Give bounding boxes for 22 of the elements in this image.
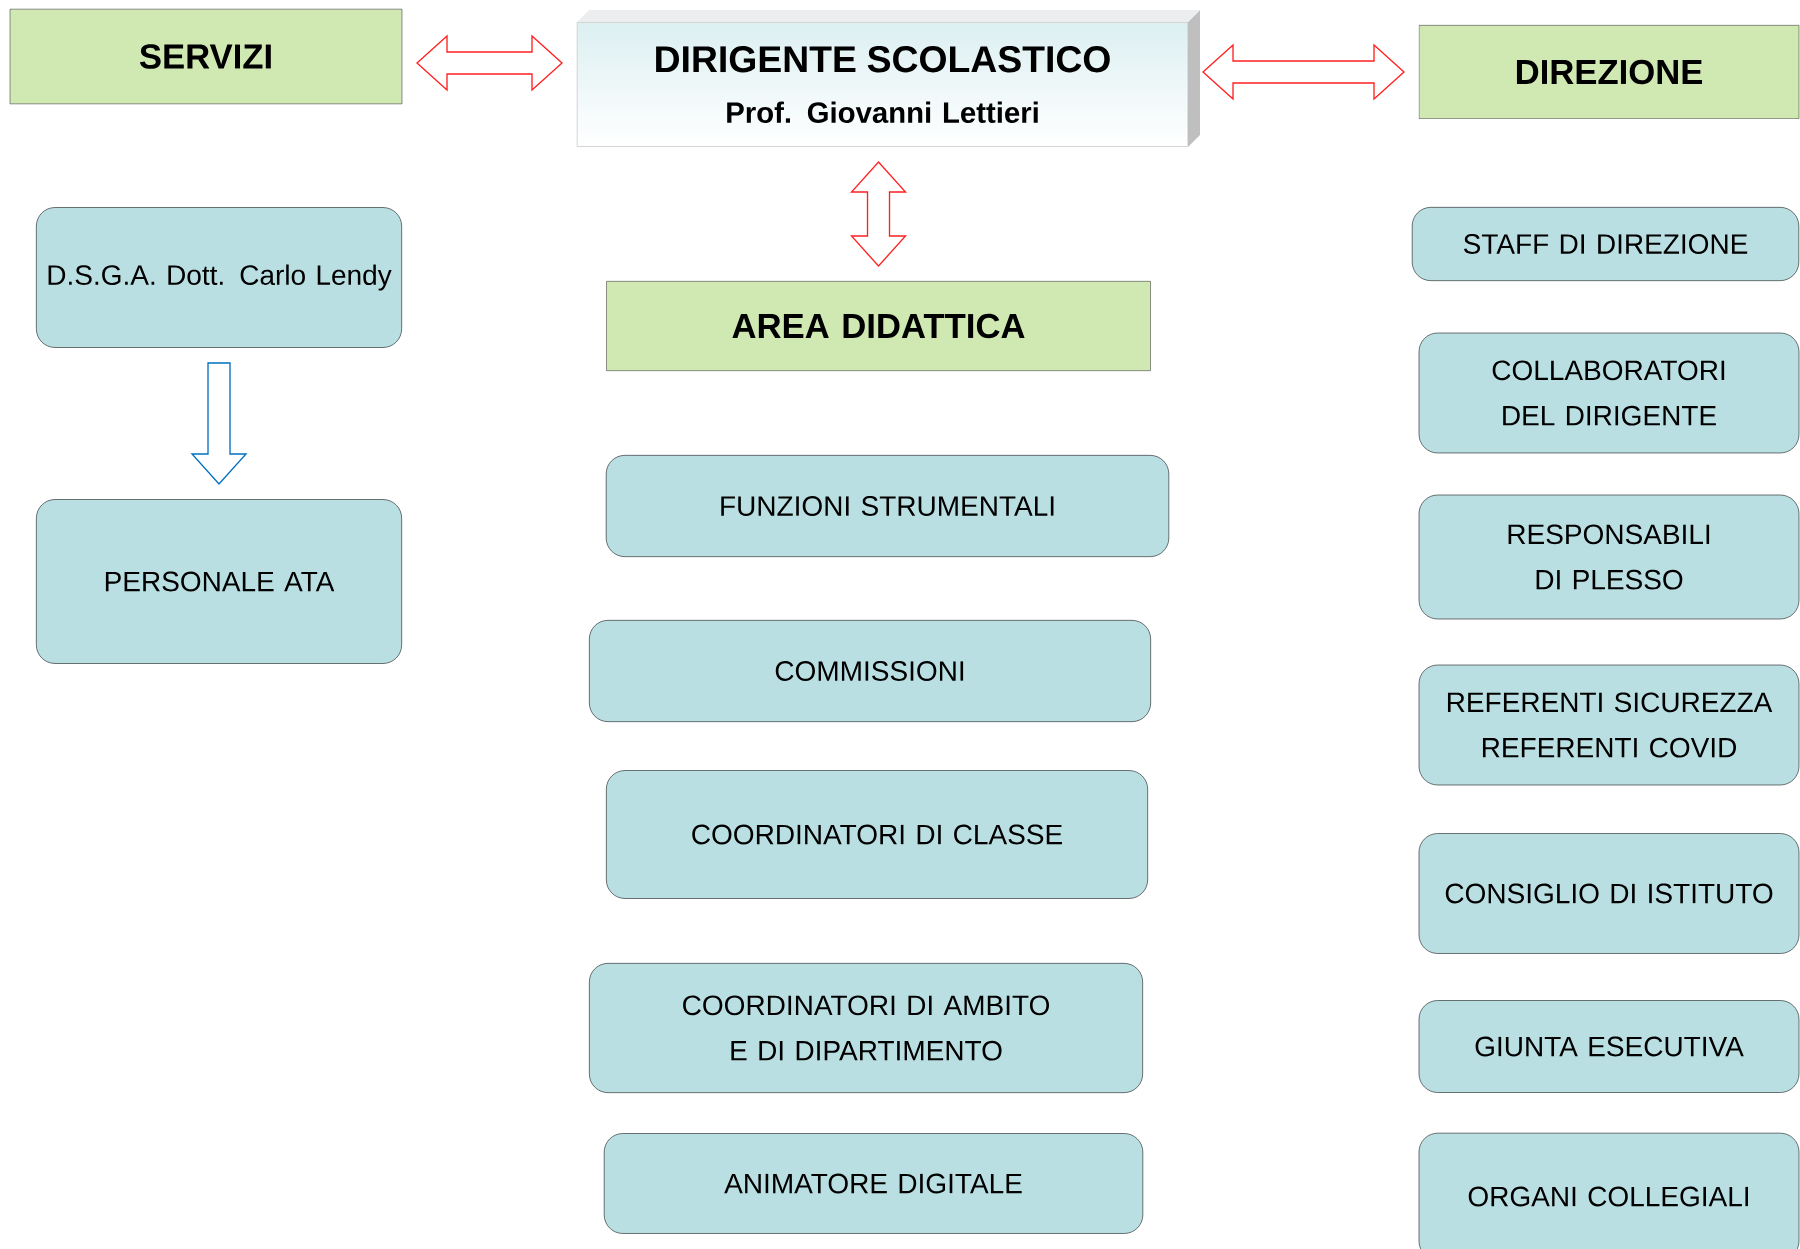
heading-box: DIREZIONE xyxy=(1418,25,1800,119)
block-arrow xyxy=(416,34,563,92)
block-arrow xyxy=(1202,43,1405,101)
block-arrow xyxy=(850,161,907,267)
role-box: COLLABORATORI DEL DIRIGENTE xyxy=(1418,332,1800,454)
title-box: DIRIGENTE SCOLASTICO Prof. Giovanni Lettieri xyxy=(576,10,1200,147)
role-box: RESPONSABILI DI PLESSO xyxy=(1418,494,1800,620)
role-box: STAFF DI DIREZIONE xyxy=(1411,207,1800,281)
heading-box: AREA DIDATTICA xyxy=(606,281,1151,371)
role-box: PERSONALE ATA xyxy=(36,499,402,664)
role-box: CONSIGLIO DI ISTITUTO xyxy=(1418,833,1800,954)
role-box: ORGANI COLLEGIALI xyxy=(1418,1132,1800,1249)
role-box: GIUNTA ESECUTIVA xyxy=(1418,1000,1800,1093)
block-arrow xyxy=(190,362,248,485)
heading-box: SERVIZI xyxy=(9,8,403,105)
role-box: D.S.G.A. Dott. Carlo Lendy xyxy=(36,207,402,348)
role-box: COORDINATORI DI AMBITO E DI DIPARTIMENTO xyxy=(589,963,1143,1093)
role-box: COMMISSIONI xyxy=(589,620,1151,722)
role-box: COORDINATORI DI CLASSE xyxy=(606,770,1148,899)
role-box: REFERENTI SICUREZZA REFERENTI COVID xyxy=(1418,664,1800,786)
role-box: FUNZIONI STRUMENTALI xyxy=(605,455,1170,557)
role-box: ANIMATORE DIGITALE xyxy=(603,1133,1144,1234)
